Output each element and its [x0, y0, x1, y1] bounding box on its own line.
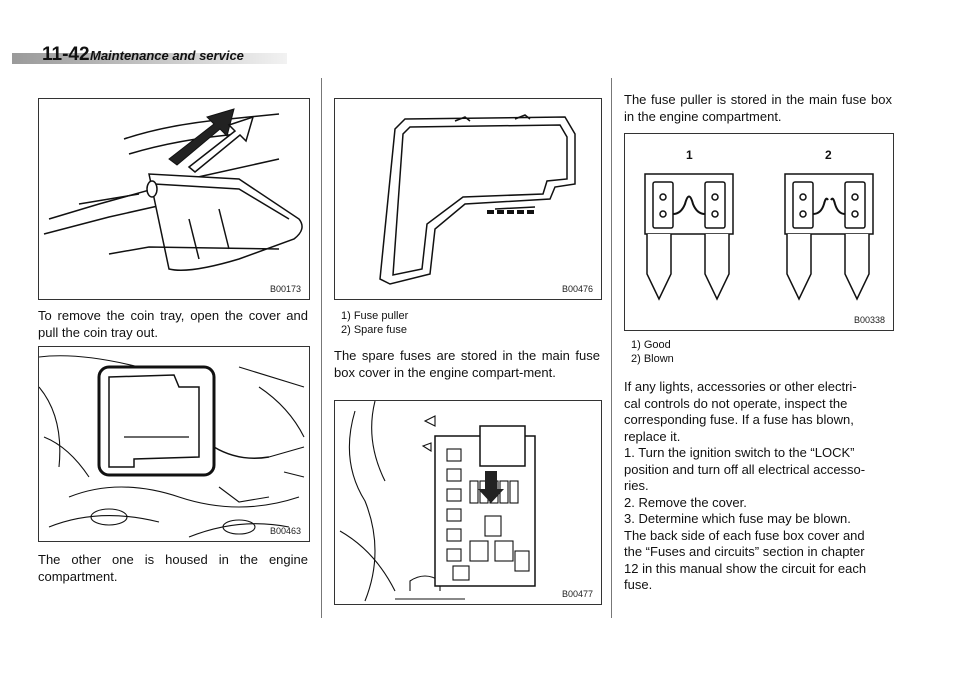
column-divider-1 [321, 78, 322, 618]
fuse-box-cover-legend: 1) Fuse puller 2) Spare fuse [341, 309, 591, 337]
figure-code: B00338 [853, 315, 885, 325]
spare-fuses-paragraph: The spare fuses are stored in the main f… [334, 348, 600, 380]
text-line: the “Fuses and circuits” section in chap… [624, 544, 865, 559]
section-title: Maintenance and service [90, 48, 244, 63]
figure-code: B00173 [269, 284, 301, 294]
text-line: corresponding fuse. If a fuse has blown, [624, 412, 854, 427]
step-3-line: 3. Determine which fuse may be blown. [624, 511, 851, 526]
fuse-puller-paragraph: The fuse puller is stored in the main fu… [624, 92, 892, 124]
text-line: 12 in this manual show the circuit for e… [624, 560, 867, 576]
engine-compartment-illustration [39, 355, 305, 538]
fuse-condition-figure: 1 2 B00338 [624, 133, 894, 331]
page-number: 11-42 [42, 44, 90, 65]
good-fuse-icon [644, 173, 734, 301]
header-band [12, 53, 287, 64]
pull-arrow-icon [168, 108, 235, 166]
text-line: ries. [624, 478, 649, 493]
fuse-label-good: 1 [686, 148, 693, 162]
text-line: The back side of each fuse box cover and [624, 527, 865, 543]
fuse-condition-legend: 1) Good 2) Blown [631, 338, 881, 366]
text-line: cal controls do not operate, inspect the [624, 395, 848, 411]
engine-compartment-coin-figure: B00463 [38, 346, 310, 542]
figure-code: B00477 [561, 589, 593, 599]
step-1-line: 1. Turn the ignition switch to the “LOCK… [624, 445, 855, 460]
step-2-line: 2. Remove the cover. [624, 494, 747, 510]
inspect-fuse-paragraph: If any lights, accessories or other elec… [624, 379, 899, 594]
coin-tray-figure: B00173 [38, 98, 310, 300]
figure-code: B00463 [269, 526, 301, 536]
fuse-box-cover-figure: B00476 [334, 98, 602, 300]
text-line: If any lights, accessories or other elec… [624, 379, 857, 394]
down-arrow-icon [478, 471, 504, 503]
legend-item-good: 1) Good [631, 339, 671, 351]
text-line: replace it. [624, 428, 681, 444]
main-fuse-box-figure: B00477 [334, 400, 602, 605]
text-line: position and turn off all electrical acc… [624, 461, 866, 477]
fuse-box-cover-illustration [379, 114, 576, 285]
legend-item-fuse-puller: 1) Fuse puller [341, 310, 409, 322]
coin-tray-paragraph: To remove the coin tray, open the cover … [38, 308, 308, 340]
figure-code: B00476 [561, 284, 593, 294]
legend-item-blown: 2) Blown [631, 353, 674, 365]
page-header: 11-42 Maintenance and service [0, 44, 960, 72]
fuse-label-blown: 2 [825, 148, 832, 162]
blown-fuse-icon [784, 173, 874, 301]
fuse-comparison-illustration [644, 173, 874, 301]
column-divider-2 [611, 78, 612, 618]
coin-tray-illustration [43, 108, 303, 271]
legend-item-spare-fuse: 2) Spare fuse [341, 324, 408, 336]
engine-compartment-paragraph: The other one is housed in the engine co… [38, 552, 308, 584]
text-line: fuse. [624, 577, 653, 592]
main-fuse-box-illustration [339, 401, 536, 602]
